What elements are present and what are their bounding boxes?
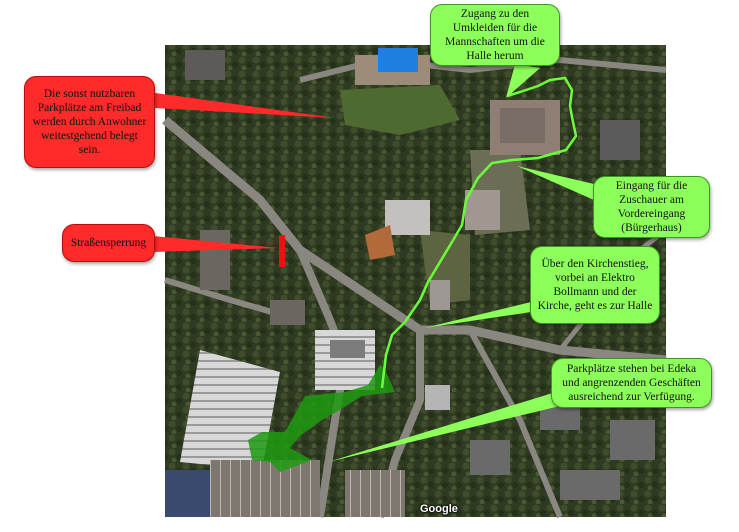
callout-zuschauer: Eingang für die Zuschauer am Vordereinga… <box>593 176 710 238</box>
callout-strassensperrung-text: Straßensperrung <box>70 237 147 249</box>
callout-parkplaetze-freibad-text: Die sonst nutzbaren Parkplätze am Freiba… <box>32 88 147 156</box>
callout-parkplaetze-edeka-text: Parkplätze stehen bei Edeka und angrenze… <box>562 363 701 403</box>
pointer-zuschauer <box>517 166 594 200</box>
pointer-kirchenstieg <box>424 302 531 328</box>
callout-kirchenstieg: Über den Kirchenstieg, vorbei an Elektro… <box>530 246 660 324</box>
callout-parkplaetze-edeka: Parkplätze stehen bei Edeka und angrenze… <box>551 358 712 408</box>
walking-route <box>380 76 578 389</box>
callout-kirchenstieg-text: Über den Kirchenstieg, vorbei an Elektro… <box>537 258 653 312</box>
callout-zuschauer-text: Eingang für die Zuschauer am Vordereinga… <box>615 180 688 234</box>
road-block-marker <box>279 235 285 267</box>
callout-parkplaetze-freibad: Die sonst nutzbaren Parkplätze am Freiba… <box>24 76 155 168</box>
pointer-umkleiden <box>506 64 540 98</box>
callout-strassensperrung: Straßensperrung <box>62 224 155 262</box>
pointer-parkplaetze-edeka <box>328 392 560 462</box>
pointer-parkplaetze-freibad <box>148 92 335 118</box>
callout-umkleiden: Zugang zu den Umkleiden für die Mannscha… <box>430 4 560 66</box>
callout-umkleiden-text: Zugang zu den Umkleiden für die Mannscha… <box>445 8 545 62</box>
parking-area-highlight <box>248 365 395 472</box>
google-logo: Google <box>420 503 458 515</box>
pointer-strassensperrung <box>153 236 279 252</box>
